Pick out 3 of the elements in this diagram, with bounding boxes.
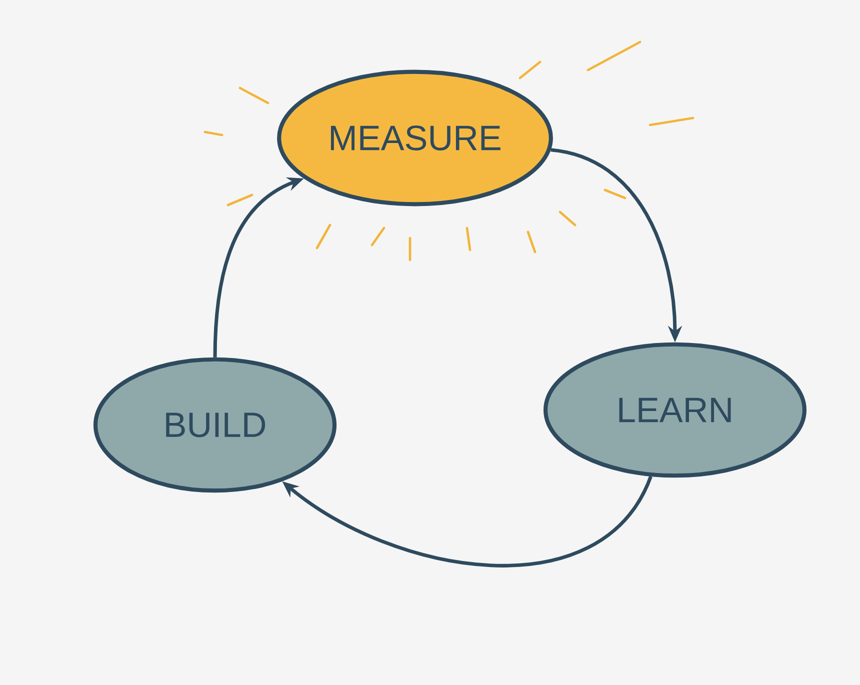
- ellipse-node: LEARN: [544, 342, 806, 478]
- ellipse-node: BUILD: [93, 357, 337, 493]
- ellipse-node: MEASURE: [277, 70, 553, 206]
